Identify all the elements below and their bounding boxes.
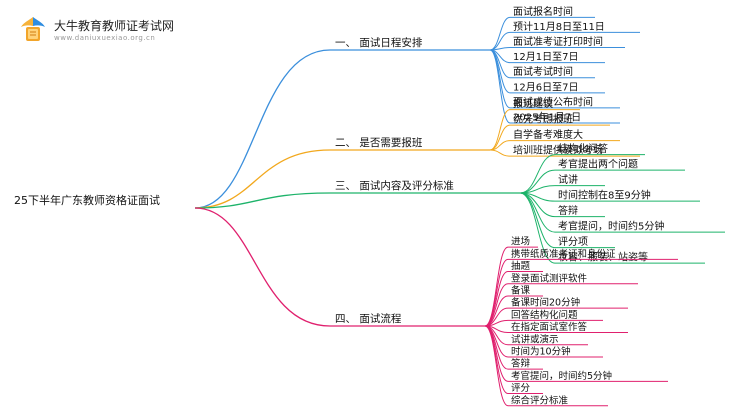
child-node: 时间控制在8至9分钟: [558, 189, 651, 202]
branch-connector: [194, 149, 331, 209]
child-connector: [489, 49, 511, 109]
child-node: 面试准考证打印时间: [513, 35, 603, 48]
child-node: 登录面试测评软件: [511, 272, 588, 284]
branch-label: 一、 面试日程安排: [335, 36, 423, 49]
branch-label: 三、 面试内容及评分标准: [335, 179, 454, 192]
child-node: 妆容、服装、站姿等: [558, 251, 648, 264]
child-node: 备课: [511, 284, 531, 296]
branch-label: 二、 是否需要报班: [335, 136, 423, 149]
branch-3: 三、 面试内容及评分标准 结构化问答考官提出两个问题试讲时间控制在8至9分钟答辩考…: [194, 142, 725, 264]
branch-4: 四、 面试流程 进场携带纸质准考证和身份证抽题登录面试测评软件备课备课时间20分钟…: [194, 207, 678, 407]
child-node: 答辩: [511, 358, 531, 370]
child-connector: [484, 325, 509, 382]
site-title: 大牛教育教师证考试网: [54, 19, 175, 33]
child-node: 12月1日至7日: [513, 51, 578, 63]
branch-connector: [194, 192, 331, 209]
child-node: 12月6日至7日: [513, 81, 578, 93]
child-connector: [519, 192, 556, 264]
child-connector: [484, 295, 509, 327]
book-logo-icon: [21, 17, 45, 41]
child-node: 面试考试时间: [513, 65, 573, 78]
branch-connector: [194, 207, 331, 327]
child-node: 试讲: [558, 173, 578, 186]
child-node: 备课时间20分钟: [511, 297, 580, 309]
branch-label: 四、 面试流程: [335, 312, 402, 325]
child-node: 考官提出两个问题: [558, 158, 638, 171]
child-node: 2025年1月7日: [513, 111, 581, 124]
child-node: 答辩: [558, 204, 578, 217]
child-node: 报班建议: [513, 97, 553, 110]
child-node: 评分项: [558, 236, 588, 248]
child-node: 考官提问，时间约5分钟: [511, 370, 612, 382]
child-node: 回答结构化问题: [511, 309, 578, 321]
child-node: 优先考虑报班: [513, 113, 573, 126]
root-topic: 25下半年广东教师资格证面试: [14, 193, 160, 207]
child-node: 综合评分标准: [511, 394, 569, 406]
child-node: 结构化问答: [558, 142, 608, 155]
branch-connector: [194, 49, 331, 209]
child-node: 考官提问，时间约5分钟: [558, 220, 664, 233]
child-node: 在指定面试室作答: [511, 321, 588, 333]
child-node: 面试报名时间: [513, 5, 573, 18]
child-connector: [484, 246, 509, 327]
child-connector: [489, 16, 511, 51]
child-node: 时间为10分钟: [511, 345, 571, 357]
child-connector: [519, 154, 556, 194]
child-connector: [484, 258, 509, 327]
child-node: 试讲或演示: [511, 333, 559, 345]
child-connector: [484, 325, 509, 407]
site-url: www.daniuxuexiao.org.cn: [54, 34, 156, 42]
child-node: 评分: [511, 383, 531, 394]
child-node: 携带纸质准考证和身份证: [511, 248, 616, 260]
child-node: 面试成绩公布时间: [513, 95, 593, 108]
child-connector: [489, 149, 511, 157]
child-connector: [489, 49, 511, 124]
child-node: 抽题: [511, 260, 531, 272]
child-node: 自学备考难度大: [513, 128, 583, 141]
site-logo[interactable]: 大牛教育教师证考试网 www.daniuxuexiao.org.cn: [18, 15, 218, 47]
child-connector: [489, 109, 511, 151]
child-node: 培训班提供模拟考场: [513, 144, 603, 157]
child-node: 预计11月8日至11日: [513, 20, 605, 33]
child-node: 进场: [511, 237, 530, 248]
